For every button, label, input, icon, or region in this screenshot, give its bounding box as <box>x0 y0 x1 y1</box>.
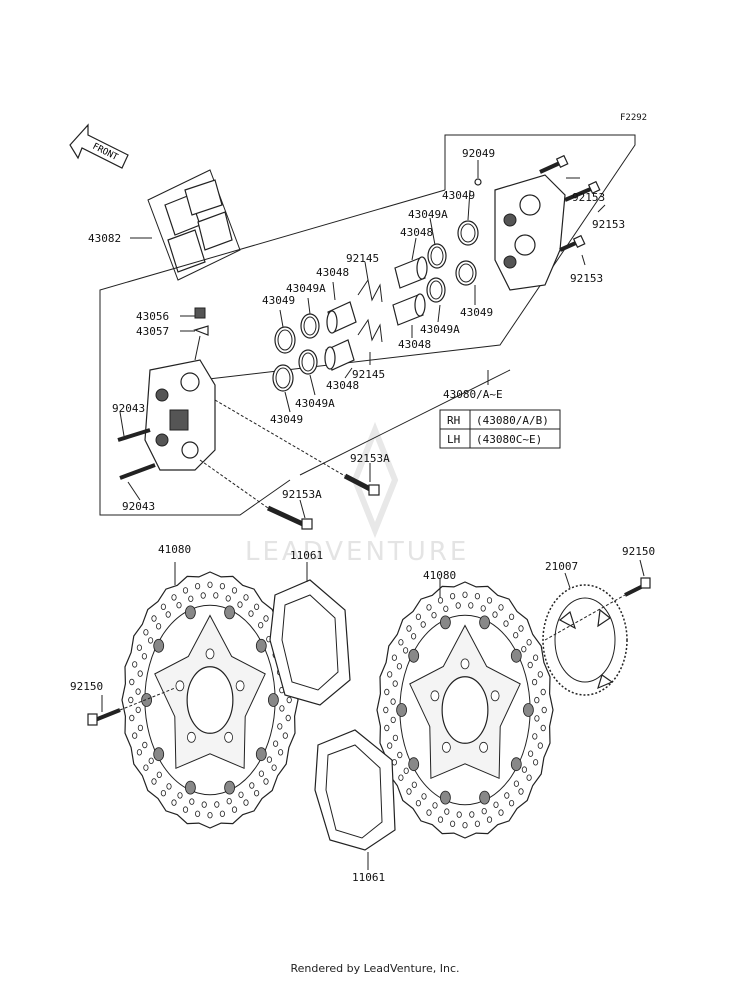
label-43080: 43080/A~E <box>443 388 503 401</box>
bolt-92043-upper <box>117 428 151 442</box>
label-92153-2: 92153 <box>592 218 625 231</box>
bolt-92153-b <box>564 180 601 202</box>
label-92049: 92049 <box>462 147 495 160</box>
label-43049A-upper2: 43049A <box>420 323 460 336</box>
label-92153A-lower: 92153A <box>282 488 322 501</box>
label-92145-lower: 92145 <box>352 368 385 381</box>
label-43057: 43057 <box>136 325 169 338</box>
label-11061-upper: 11061 <box>290 549 323 562</box>
label-41080-right: 41080 <box>423 569 456 582</box>
label-43082: 43082 <box>88 232 121 245</box>
label-43056: 43056 <box>136 310 169 323</box>
table-row-lh-parts: (43080C~E) <box>476 433 542 446</box>
label-92150-right: 92150 <box>622 545 655 558</box>
footer-credit: Rendered by LeadVenture, Inc. <box>290 962 460 975</box>
label-92150-left: 92150 <box>70 680 103 693</box>
label-92043-lower: 92043 <box>122 500 155 513</box>
watermark: LEADVENTURE <box>245 421 469 567</box>
label-11061-lower: 11061 <box>352 871 385 884</box>
front-arrow-icon: FRONT <box>69 123 129 169</box>
label-43049A-lower: 43049A <box>295 397 335 410</box>
label-43048-upper: 43048 <box>400 226 433 239</box>
label-43049-upper2: 43049 <box>460 306 493 319</box>
label-43049-mid: 43049 <box>262 294 295 307</box>
table-row-rh-parts: (43080/A/B) <box>476 414 549 427</box>
bolt-92153-c <box>559 234 586 252</box>
table-row-rh-side: RH <box>447 414 460 427</box>
piston-43048-upper2 <box>392 293 426 326</box>
label-21007: 21007 <box>545 560 578 573</box>
shim-11061-lower <box>314 729 396 851</box>
bolt-92153-a <box>539 154 569 174</box>
bleed-washer-92049 <box>474 178 482 186</box>
bolt-92043-lower <box>119 463 156 480</box>
bleed-cap-43056 <box>194 307 206 319</box>
bolt-92153A-lower <box>266 505 313 530</box>
label-43049A-upper: 43049A <box>408 208 448 221</box>
label-43048-mid: 43048 <box>316 266 349 279</box>
rh-lh-table: RH (43080/A/B) LH (43080C~E) <box>439 409 561 449</box>
label-41080-left: 41080 <box>158 543 191 556</box>
label-43048-upper2: 43048 <box>398 338 431 351</box>
piston-43048-lower <box>324 339 355 371</box>
label-43049-lower: 43049 <box>270 413 303 426</box>
figure-code: F2292 <box>620 113 647 123</box>
bolt-92150-left <box>87 708 121 726</box>
bleed-valve-43057 <box>193 325 209 336</box>
label-92043-upper: 92043 <box>112 402 145 415</box>
spring-92145-upper <box>357 278 383 303</box>
brake-pad-set <box>147 169 241 281</box>
bolt-92150-right <box>624 577 651 597</box>
label-43049A-mid: 43049A <box>286 282 326 295</box>
label-92153-3: 92153 <box>570 272 603 285</box>
watermark-text: LEADVENTURE <box>245 537 469 567</box>
lower-caliper <box>144 359 216 471</box>
piston-43048-mid <box>326 301 357 334</box>
brake-disc-left-41080 <box>121 571 299 829</box>
spring-92145-lower <box>357 318 383 343</box>
abs-ring-21007 <box>542 584 628 696</box>
label-92153-1: 92153 <box>572 191 605 204</box>
label-43048-lower: 43048 <box>326 379 359 392</box>
label-92145-upper: 92145 <box>346 252 379 265</box>
bolt-92153A-upper <box>343 473 380 496</box>
brake-disc-right-41080 <box>376 581 554 839</box>
piston-43048-upper <box>394 256 428 289</box>
upper-caliper <box>494 174 566 291</box>
label-43049-upper: 43049 <box>442 189 475 202</box>
shim-11061-upper <box>269 579 351 706</box>
table-row-lh-side: LH <box>447 433 460 446</box>
label-92153A-upper: 92153A <box>350 452 390 465</box>
